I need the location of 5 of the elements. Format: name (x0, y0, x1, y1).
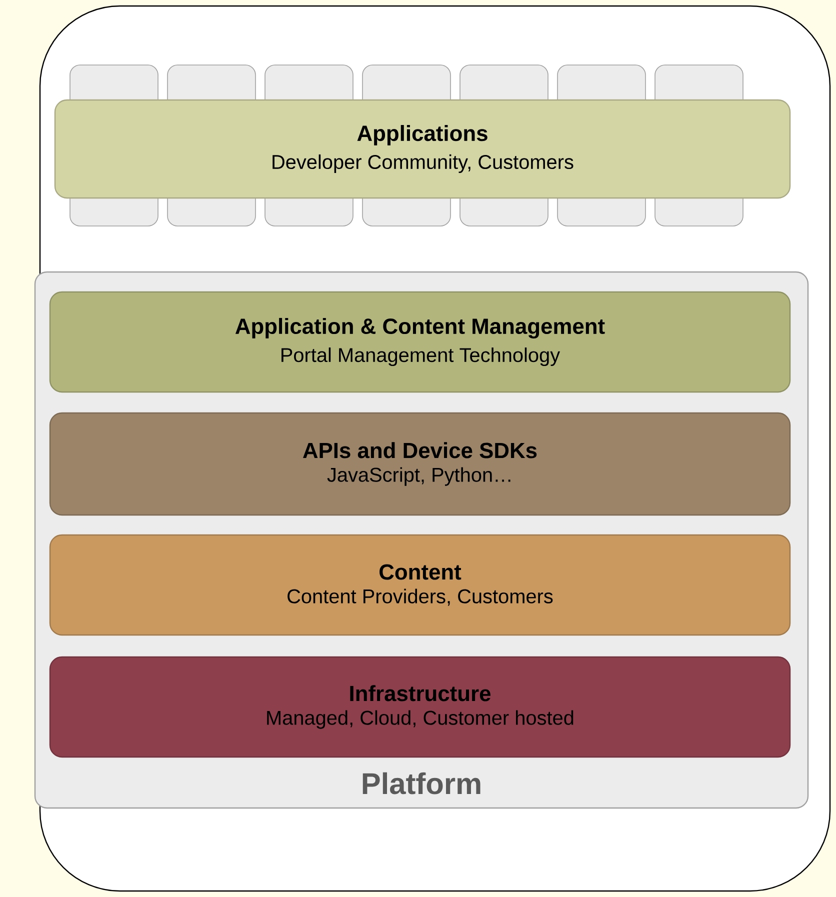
layer-box: Infrastructure Managed, Cloud, Customer hosted (49, 656, 791, 758)
layer-box: Content Content Providers, Customers (49, 534, 791, 636)
layer-box: Applications Developer Community, Customers (54, 99, 791, 199)
layer-box: APIs and Device SDKs JavaScript, Python… (49, 412, 791, 516)
layer-box: Application & Content Management Portal Management Technology (49, 291, 791, 393)
